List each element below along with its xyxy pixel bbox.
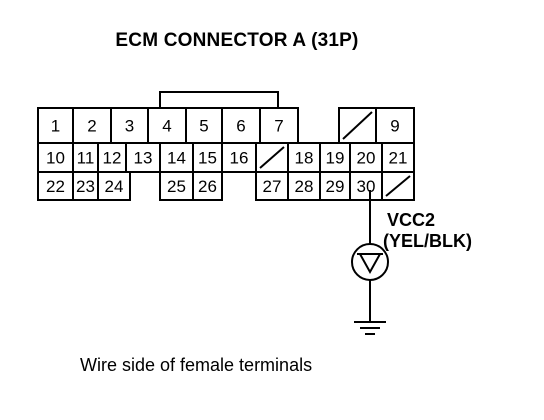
wire-color: (YEL/BLK) xyxy=(383,231,472,251)
terminal-number: 30 xyxy=(357,177,376,196)
terminal-number: 13 xyxy=(134,149,153,168)
terminal-number: 9 xyxy=(390,117,399,136)
terminal-number: 5 xyxy=(199,117,208,136)
terminal-number: 25 xyxy=(167,177,186,196)
terminal-number: 1 xyxy=(51,117,60,136)
voltmeter-v-symbol xyxy=(357,253,383,275)
connector-cells xyxy=(37,107,415,201)
terminal-number: 27 xyxy=(263,177,282,196)
terminal-number: 10 xyxy=(46,149,65,168)
connector-title: ECM CONNECTOR A (31P) xyxy=(115,30,359,51)
unused-terminal-slash xyxy=(385,175,411,197)
terminal-number: 7 xyxy=(274,117,283,136)
terminal-number: 19 xyxy=(326,149,345,168)
terminal-number: 15 xyxy=(198,149,217,168)
terminal-number: 16 xyxy=(230,149,249,168)
unused-terminal-slash xyxy=(259,146,285,169)
terminal-number: 3 xyxy=(125,117,134,136)
terminal-number: 4 xyxy=(162,117,171,136)
terminal-number: 29 xyxy=(326,177,345,196)
terminal-number: 6 xyxy=(236,117,245,136)
connector-lock-tab xyxy=(159,91,279,108)
diagram-caption: Wire side of female terminals xyxy=(80,355,313,375)
terminal-number: 2 xyxy=(87,117,96,136)
terminal-number: 24 xyxy=(105,177,124,196)
ground-icon xyxy=(354,321,386,335)
terminal-number: 26 xyxy=(198,177,217,196)
signal-name: VCC2 xyxy=(387,210,436,230)
terminal-number: 28 xyxy=(295,177,314,196)
terminal-number: 12 xyxy=(103,149,122,168)
terminal-number: 21 xyxy=(389,149,408,168)
terminal-number: 11 xyxy=(77,149,95,168)
terminal-cell xyxy=(192,171,223,201)
terminal-number: 22 xyxy=(46,177,65,196)
unused-terminal-slash xyxy=(342,111,373,140)
terminal-number: 20 xyxy=(357,149,376,168)
terminal-number: 23 xyxy=(76,177,95,196)
terminal-cell xyxy=(381,171,415,201)
terminal-cell xyxy=(97,171,131,201)
terminal-number: 18 xyxy=(295,149,314,168)
terminal-number: 14 xyxy=(167,149,186,168)
